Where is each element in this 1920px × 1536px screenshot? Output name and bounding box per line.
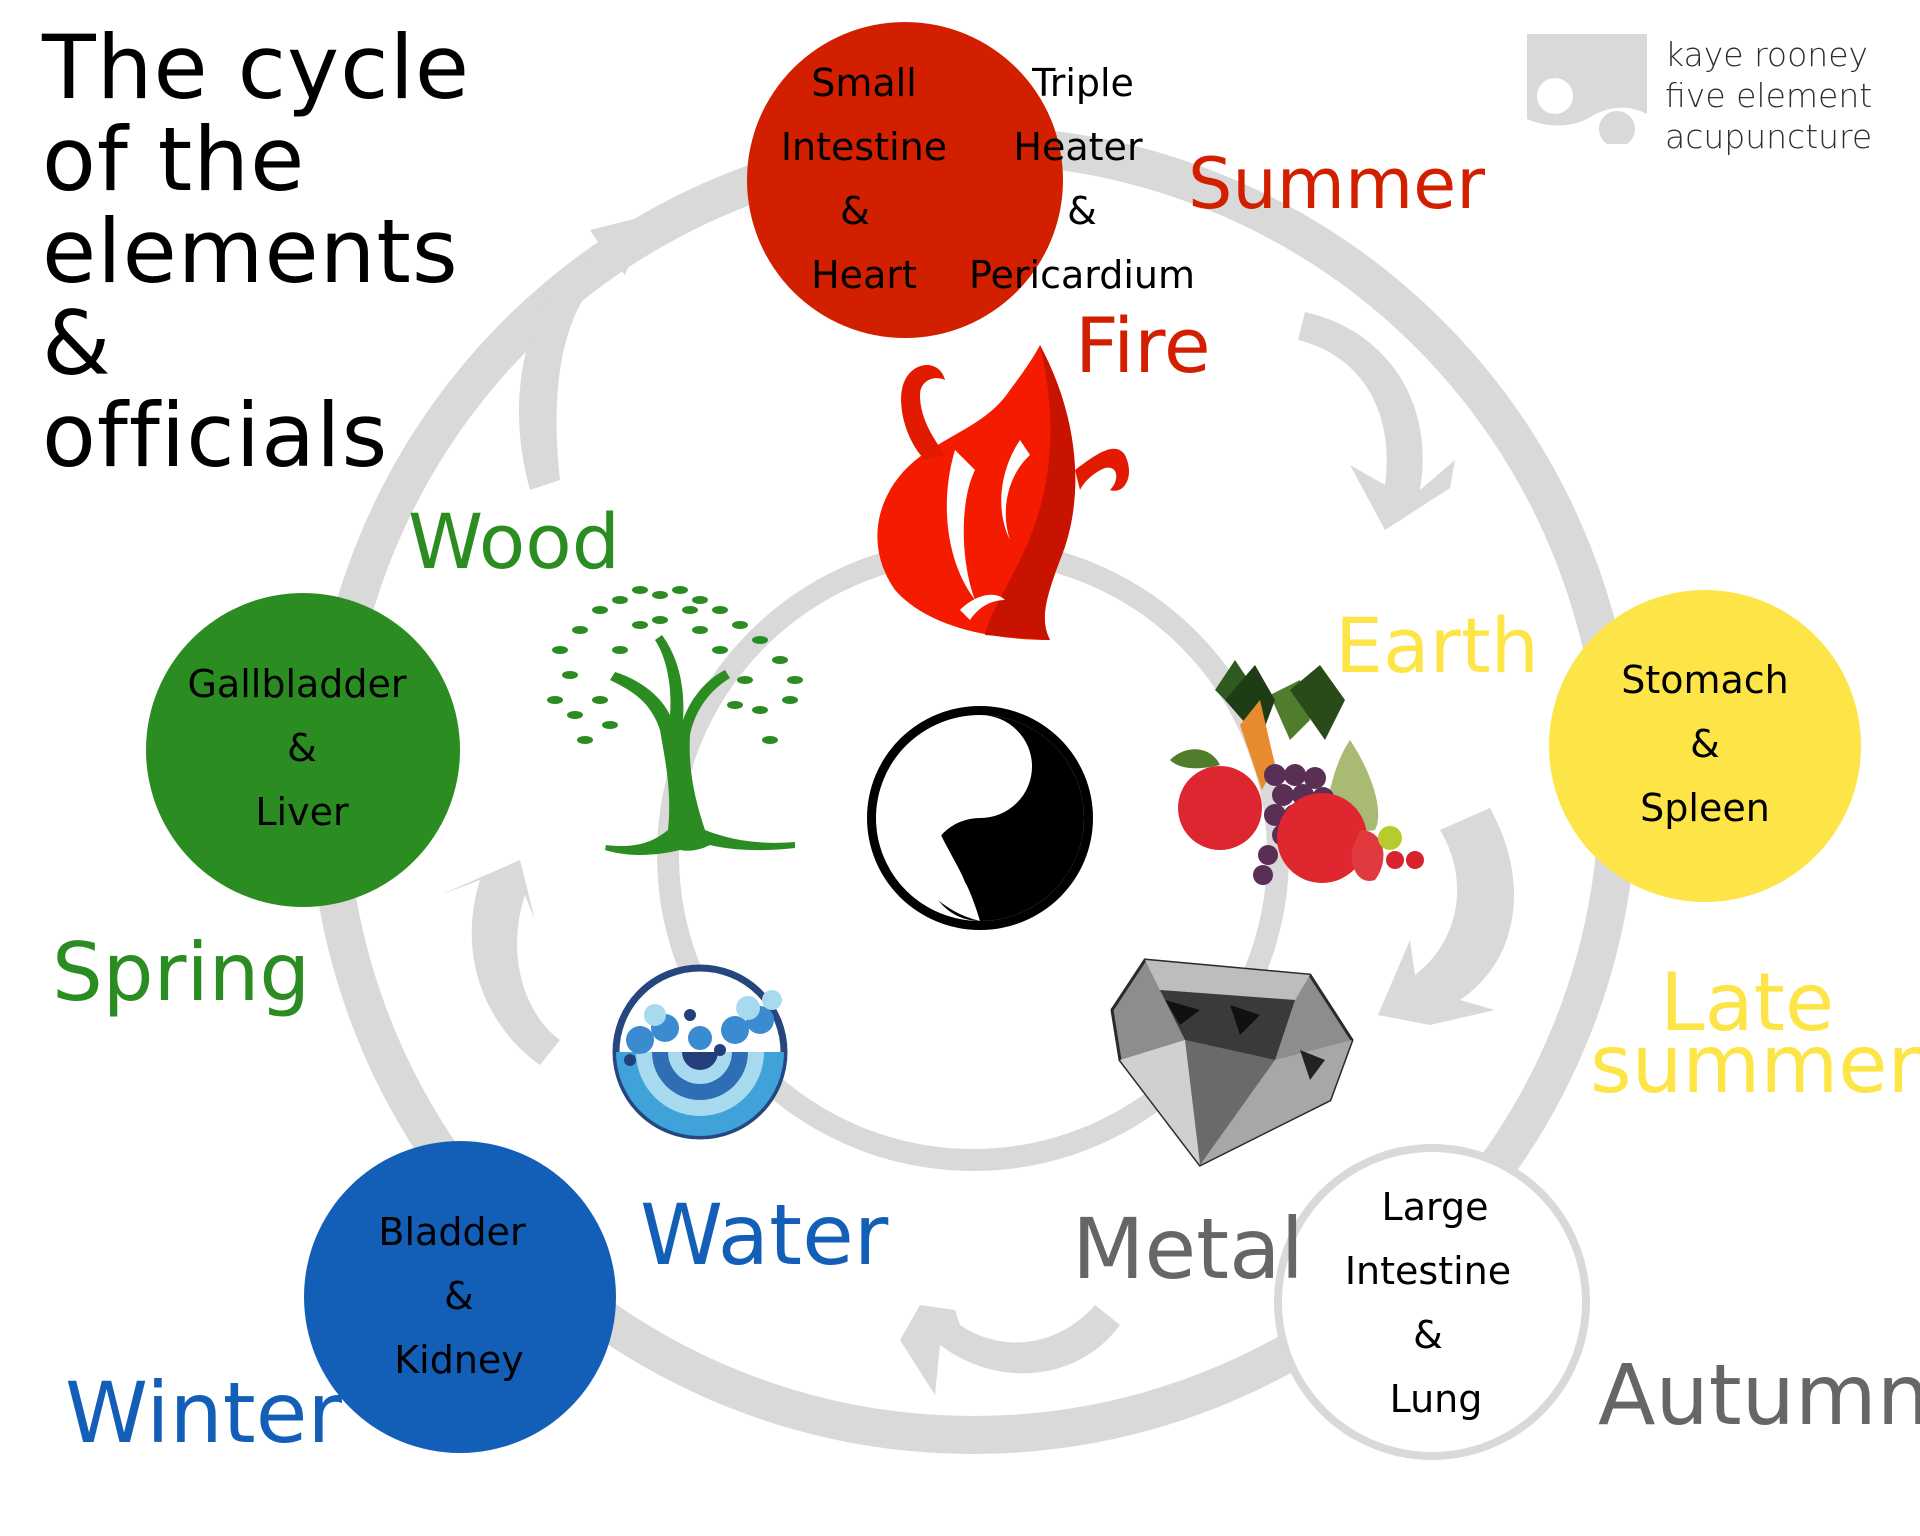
water-official-line-1: Bladder bbox=[378, 1210, 526, 1254]
season-late-summer-line-1: Late bbox=[1660, 956, 1834, 1049]
fire-official-right-line-2: Heater bbox=[1013, 125, 1143, 169]
water-official-line-3: Kidney bbox=[394, 1338, 524, 1382]
fire-official-left-line-2: Intestine bbox=[781, 125, 947, 169]
fire-official-left-line-4: Heart bbox=[811, 253, 917, 297]
title-line-4: & bbox=[42, 292, 112, 395]
wood-official-line-1: Gallbladder bbox=[187, 662, 406, 706]
diamond-icon bbox=[1110, 958, 1354, 1167]
wood-official-line-2: & bbox=[287, 726, 317, 770]
logo-mark-icon bbox=[1527, 34, 1647, 144]
earth-official-line-2: & bbox=[1690, 722, 1720, 766]
wood-officials-circle bbox=[146, 593, 460, 907]
metal-officials-circle bbox=[1274, 1144, 1590, 1460]
earth-official-line-3: Spleen bbox=[1640, 786, 1770, 830]
water-officials-circle bbox=[304, 1141, 616, 1453]
fruit-vegetables-icon bbox=[1170, 660, 1424, 885]
element-water-label: Water bbox=[640, 1186, 889, 1284]
season-summer-label: Summer bbox=[1188, 143, 1485, 225]
brand-block: kaye rooney five element acupuncture bbox=[1527, 34, 1907, 156]
element-wood-label: Wood bbox=[408, 497, 620, 586]
earth-official-line-1: Stomach bbox=[1621, 658, 1789, 702]
brand-name: kaye rooney five element acupuncture bbox=[1665, 34, 1872, 157]
earth-officials-circle bbox=[1549, 590, 1861, 902]
element-metal-label: Metal bbox=[1072, 1200, 1304, 1298]
flame-icon bbox=[877, 345, 1130, 640]
title-line-5: officials bbox=[42, 384, 389, 487]
fire-official-right-line-3: & bbox=[1067, 189, 1097, 233]
fire-official-left-line-3: & bbox=[840, 189, 870, 233]
brand-line-3: acupuncture bbox=[1665, 117, 1873, 156]
arrow-metal-to-water bbox=[900, 1305, 1120, 1395]
tree-icon bbox=[547, 586, 803, 855]
metal-official-line-2: Intestine bbox=[1345, 1249, 1511, 1293]
title-line-3: elements bbox=[42, 200, 459, 303]
arrow-fire-to-earth bbox=[1298, 312, 1455, 530]
fire-officials-circle bbox=[747, 22, 1063, 338]
title-line-2: of the bbox=[42, 108, 306, 211]
page-title: The cycle of the elements & officials bbox=[42, 22, 470, 482]
element-fire-label: Fire bbox=[1075, 301, 1211, 390]
fire-official-right-line-1: Triple bbox=[1031, 61, 1134, 105]
element-earth-label: Earth bbox=[1335, 601, 1539, 690]
season-spring-label: Spring bbox=[52, 926, 310, 1019]
fire-official-right-line-4: Pericardium bbox=[969, 253, 1195, 297]
brand-line-2: five element bbox=[1665, 76, 1873, 115]
arrow-wood-to-fire bbox=[518, 215, 650, 490]
wave-icon bbox=[612, 964, 788, 1140]
season-winter-label: Winter bbox=[65, 1364, 342, 1462]
arrow-earth-to-metal bbox=[1378, 808, 1514, 1025]
wood-official-line-3: Liver bbox=[255, 790, 349, 834]
yin-yang-icon bbox=[867, 706, 1093, 930]
metal-official-line-4: Lung bbox=[1390, 1377, 1483, 1421]
metal-official-line-3: & bbox=[1413, 1313, 1443, 1357]
brand-line-1: kaye rooney bbox=[1665, 35, 1869, 74]
season-autumn-label: Autumn bbox=[1598, 1346, 1920, 1444]
metal-official-line-1: Large bbox=[1382, 1185, 1489, 1229]
fire-official-left-line-1: Small bbox=[811, 61, 917, 105]
title-line-1: The cycle bbox=[42, 16, 471, 119]
arrow-water-to-wood bbox=[440, 860, 560, 1065]
season-late-summer-line-2: summer bbox=[1590, 1018, 1920, 1111]
water-official-line-2: & bbox=[444, 1274, 474, 1318]
